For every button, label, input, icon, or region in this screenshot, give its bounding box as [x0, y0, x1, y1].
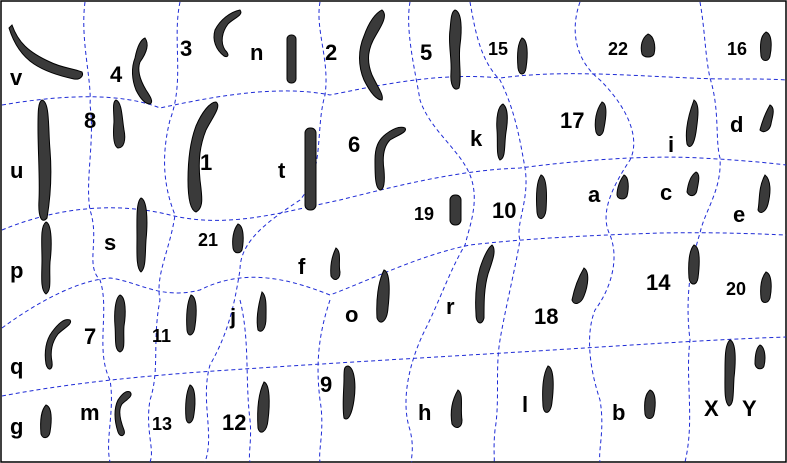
- chromosome-15: [517, 38, 527, 74]
- label-s: s: [104, 230, 116, 255]
- label-o: o: [345, 302, 358, 327]
- label-11: 11: [152, 326, 171, 346]
- label-e: e: [733, 202, 745, 227]
- label-X: X: [704, 396, 719, 421]
- chromosome-10: [536, 175, 546, 219]
- label-c: c: [660, 180, 672, 205]
- label-4: 4: [110, 62, 123, 87]
- label-17: 17: [560, 108, 584, 133]
- chromosome-p: [42, 222, 52, 294]
- chromosome-14: [689, 245, 700, 284]
- label-p: p: [10, 258, 23, 283]
- label-16: 16: [727, 39, 747, 59]
- chromosome-7: [115, 295, 126, 352]
- label-22: 22: [608, 39, 628, 59]
- chromosome-t: [305, 128, 316, 210]
- label-j: j: [229, 304, 236, 329]
- label-18: 18: [534, 304, 558, 329]
- label-14: 14: [646, 270, 671, 295]
- label-12: 12: [222, 410, 246, 435]
- label-m: m: [80, 400, 100, 425]
- label-i: i: [668, 132, 674, 157]
- label-k: k: [470, 126, 483, 151]
- label-9: 9: [320, 372, 332, 397]
- label-n: n: [250, 40, 263, 65]
- label-1: 1: [200, 150, 212, 175]
- label-13: 13: [152, 414, 172, 434]
- label-8: 8: [84, 108, 96, 133]
- label-g: g: [10, 414, 23, 439]
- label-l: l: [522, 392, 528, 417]
- chromosome-b: [645, 390, 656, 419]
- label-h: h: [418, 400, 431, 425]
- label-19: 19: [414, 204, 434, 224]
- chromosome-16: [761, 32, 772, 61]
- label-f: f: [298, 254, 306, 279]
- label-15: 15: [488, 39, 508, 59]
- label-5: 5: [420, 40, 432, 65]
- label-q: q: [10, 354, 23, 379]
- label-Y: Y: [742, 396, 757, 421]
- label-t: t: [278, 158, 286, 183]
- label-6: 6: [348, 132, 360, 157]
- label-v: v: [10, 65, 23, 90]
- label-d: d: [730, 112, 743, 137]
- chromosome-n: [287, 35, 296, 83]
- chromosome-11: [187, 295, 197, 335]
- label-10: 10: [492, 198, 516, 223]
- label-3: 3: [180, 36, 192, 61]
- chromosome-5: [449, 10, 461, 89]
- label-a: a: [588, 182, 601, 207]
- chromosome-19: [450, 195, 461, 225]
- label-7: 7: [84, 324, 96, 349]
- label-b: b: [612, 400, 625, 425]
- label-21: 21: [198, 230, 218, 250]
- label-20: 20: [726, 279, 746, 299]
- label-2: 2: [325, 40, 337, 65]
- label-u: u: [10, 158, 23, 183]
- label-r: r: [446, 294, 455, 319]
